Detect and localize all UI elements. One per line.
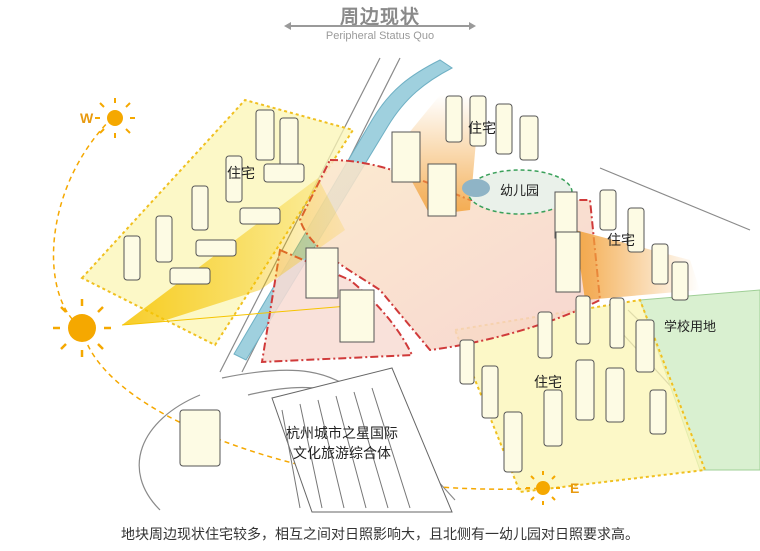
building bbox=[609, 297, 625, 349]
caption: 地块周边现状住宅较多，相互之间对日照影响大，且北侧有一幼儿园对日照要求高。 bbox=[121, 527, 639, 543]
building bbox=[305, 247, 339, 299]
sun-path-lower bbox=[81, 327, 544, 490]
sun-icon-main bbox=[53, 299, 111, 357]
building bbox=[279, 117, 299, 167]
page-title: 周边现状 bbox=[339, 6, 420, 28]
building bbox=[339, 289, 375, 343]
building bbox=[605, 367, 625, 423]
road-edge bbox=[138, 394, 201, 511]
building bbox=[179, 409, 221, 467]
label-residential-east: 住宅 bbox=[607, 233, 635, 249]
sun-icon-west bbox=[95, 98, 135, 138]
label-complex: 杭州城市之星国际 文化旅游综合体 bbox=[286, 424, 398, 464]
building bbox=[554, 191, 578, 239]
label-residential-north: 住宅 bbox=[468, 121, 496, 137]
label-complex-line1: 杭州城市之星国际 bbox=[286, 426, 398, 442]
building bbox=[635, 319, 655, 373]
building bbox=[239, 207, 281, 225]
building bbox=[469, 95, 487, 147]
building bbox=[155, 215, 173, 263]
sunlight-ray bbox=[121, 304, 361, 326]
building bbox=[123, 235, 141, 281]
complex-site bbox=[271, 367, 453, 513]
building bbox=[391, 131, 421, 183]
building bbox=[255, 109, 275, 161]
header: 周边现状 Peripheral Status Quo bbox=[0, 0, 760, 48]
label-school-land: 学校用地 bbox=[664, 320, 717, 335]
building bbox=[555, 231, 581, 293]
label-complex-line2: 文化旅游综合体 bbox=[293, 446, 391, 462]
buildings bbox=[123, 95, 689, 473]
sun-path-upper bbox=[52, 117, 113, 329]
building bbox=[651, 243, 669, 285]
site-diagram bbox=[52, 57, 760, 513]
direction-east-label: E bbox=[570, 480, 580, 496]
building bbox=[537, 311, 553, 359]
building bbox=[627, 207, 645, 253]
label-kindergarten: 幼儿园 bbox=[500, 184, 540, 199]
building bbox=[671, 261, 689, 301]
building bbox=[445, 95, 463, 143]
building bbox=[503, 411, 523, 473]
building bbox=[195, 239, 237, 257]
title-rule bbox=[290, 25, 470, 27]
building bbox=[575, 359, 595, 421]
kindergarten-pool bbox=[462, 179, 490, 197]
shadow-east bbox=[575, 230, 700, 300]
building bbox=[169, 267, 211, 285]
label-residential-south: 住宅 bbox=[534, 375, 562, 391]
sun-icon-east bbox=[526, 471, 560, 505]
building bbox=[599, 189, 617, 231]
road-edge bbox=[599, 167, 751, 231]
building bbox=[481, 365, 499, 419]
building bbox=[519, 115, 539, 161]
building bbox=[575, 295, 591, 345]
building bbox=[459, 339, 475, 385]
building bbox=[495, 103, 513, 155]
title-rule-right-cap bbox=[469, 22, 476, 30]
page-subtitle: Peripheral Status Quo bbox=[325, 30, 435, 42]
building bbox=[225, 155, 243, 203]
building bbox=[543, 389, 563, 447]
building bbox=[427, 163, 457, 217]
direction-west-label: W bbox=[80, 110, 94, 126]
label-residential-west: 住宅 bbox=[227, 166, 255, 182]
complex-blocks bbox=[281, 387, 411, 509]
building bbox=[263, 163, 305, 183]
building bbox=[191, 185, 209, 231]
title-rule-left-cap bbox=[284, 22, 291, 30]
building bbox=[649, 389, 667, 435]
